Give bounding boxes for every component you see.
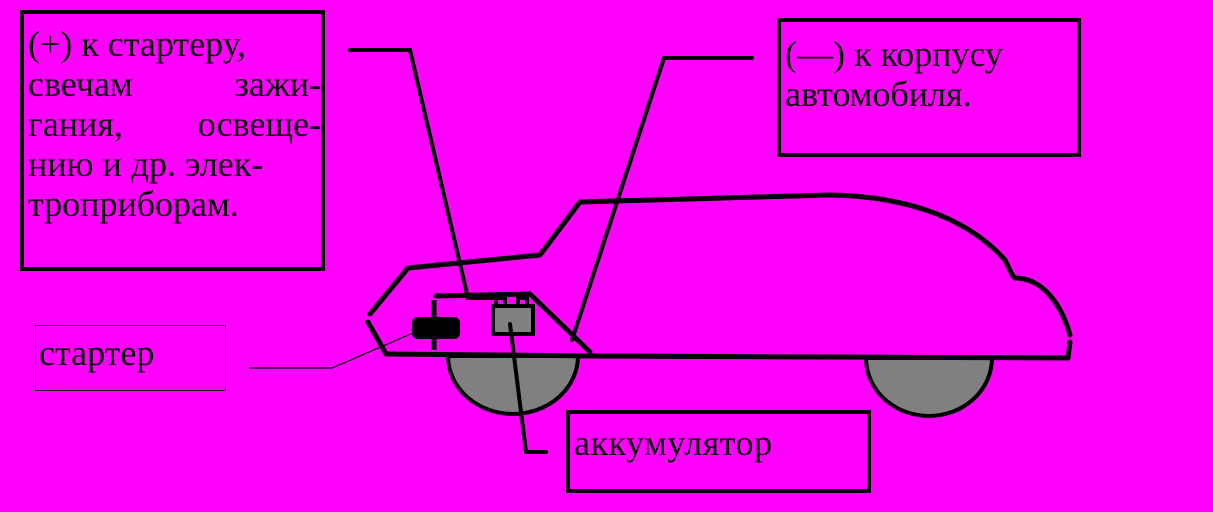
starter-wire: [249, 329, 421, 369]
label-line: нию и др. элек-: [28, 144, 264, 184]
car-front-lower: [365, 319, 389, 357]
starter-label: стартер: [35, 325, 226, 391]
negative-terminal-label: (—) к корпусу автомобиля.: [777, 18, 1081, 157]
battery-label: аккумулятор: [566, 410, 871, 493]
car-bottom: [383, 339, 1073, 361]
label-line: свечам зажи-: [28, 64, 321, 104]
wheels: [445, 354, 995, 418]
car-body: [405, 192, 1073, 338]
label-word: зажи-: [234, 64, 321, 104]
car-front: [367, 265, 411, 317]
label-line: автомобиля.: [785, 74, 972, 114]
battery-wire: [508, 322, 548, 454]
front-wheel: [445, 354, 581, 416]
minus-wire: [570, 56, 754, 342]
rear-wheel: [863, 356, 995, 418]
plus-wire: [348, 48, 499, 300]
label-line: троприборам.: [28, 184, 239, 224]
car-outline-icon: [365, 192, 1073, 361]
label-word: освеще-: [197, 104, 321, 144]
label-line: (—) к корпусу: [785, 34, 1003, 74]
label-word: гания,: [28, 104, 123, 144]
label-line: (+) к стартеру,: [28, 24, 247, 64]
leader-lines: [249, 48, 754, 454]
positive-terminal-label: (+) к стартеру, свечам зажи- гания, осве…: [20, 10, 325, 271]
starter-motor-icon: [412, 300, 460, 350]
label-word: свечам: [28, 64, 133, 104]
label-line: гания, освеще-: [28, 104, 321, 144]
battery-icon: [491, 296, 535, 336]
